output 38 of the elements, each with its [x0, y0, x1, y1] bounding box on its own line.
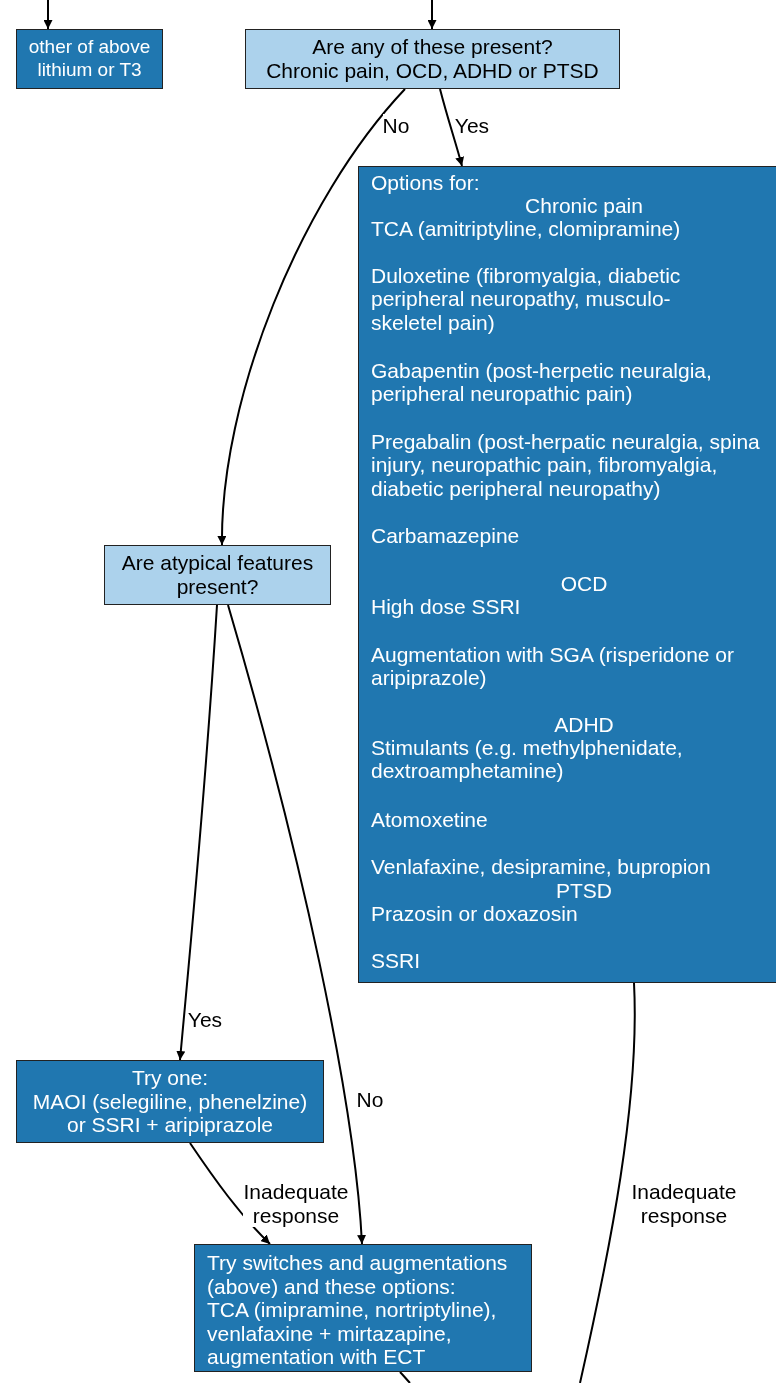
node-text: TCA (imipramine, nortriptyline), venlafaxine + mirtazapine, augmentation with ECT: [207, 1298, 498, 1369]
arrow: [43, 0, 53, 30]
node-text: High dose SSRI: [371, 594, 521, 618]
arrow: [217, 88, 406, 546]
node-text: SSRI: [371, 948, 420, 972]
node-text: Venlafaxine, desipramine, bupropion: [371, 854, 711, 878]
section-heading: ADHD: [553, 712, 615, 736]
node-text: Pregabalin (post-herpatic neuralgia, spina injury, neuropathic pain, fibromyalgia, diabetic peripheral neuropathy): [371, 429, 761, 500]
node-text: Try switches and augmentations (above) and these options:: [207, 1251, 509, 1298]
node-text: Duloxetine (fibromyalgia, diabetic peripheral neuropathy, musculo- skeletel pain): [371, 263, 682, 334]
section-heading: OCD: [559, 571, 609, 595]
node-text: TCA (amitriptyline, clomipramine): [371, 216, 681, 240]
node-text: Prazosin or doxazosin: [371, 901, 578, 925]
node-text: other of above lithium or T3: [27, 35, 152, 81]
options-box: [358, 166, 776, 983]
node-text: Try one:: [130, 1066, 210, 1090]
node-text: Carbamazepine: [371, 523, 520, 547]
node-text: Options for:: [371, 170, 480, 194]
arrow: [439, 88, 464, 167]
section-heading: Chronic pain: [524, 193, 644, 217]
arrow: [427, 0, 437, 30]
node-text: Are atypical features present?: [120, 551, 315, 598]
node-text: Gabapentin (post-herpetic neuralgia, peripheral neuropathic pain): [371, 358, 713, 406]
process-box: [16, 29, 163, 89]
node-text: Chronic pain, OCD, ADHD or PTSD: [265, 58, 600, 82]
process-box: [16, 1060, 324, 1143]
section-heading: PTSD: [555, 878, 613, 902]
node-text: Atomoxetine: [371, 807, 488, 831]
decision-box: [245, 29, 620, 89]
arrow: [227, 604, 366, 1245]
decision-box: [104, 545, 331, 605]
arrow: [189, 1142, 271, 1245]
process-box: [194, 1244, 532, 1372]
node-text: Augmentation with SGA (risperidone or aripiprazole): [371, 642, 736, 690]
node-text: Are any of these present?: [311, 35, 554, 59]
node-text: Stimulants (e.g. methylphenidate, dextroamphetamine): [371, 735, 684, 783]
arrow: [176, 604, 218, 1061]
node-text: MAOI (selegiline, phenelzine) or SSRI + aripiprazole: [31, 1089, 309, 1137]
